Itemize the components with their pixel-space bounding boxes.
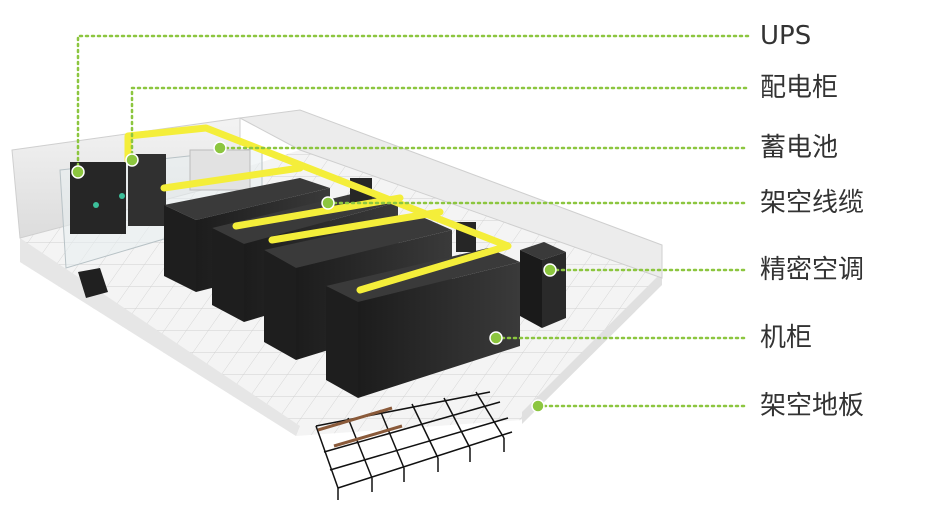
leader-dots <box>71 141 557 413</box>
label-ups: UPS <box>760 21 812 51</box>
precision-ac-unit <box>520 242 566 328</box>
raised-floor-stringers <box>317 406 403 448</box>
label-distribution-cabinet: 配电柜 <box>760 73 839 103</box>
battery-dot-icon <box>213 141 227 155</box>
precision-ac-dot-icon <box>543 263 557 277</box>
rack-cabinet-dot-icon <box>489 331 503 345</box>
raised-floor-dot-icon <box>531 399 545 413</box>
floor-right-edge <box>522 272 662 424</box>
overhead-cabling-dot-icon <box>321 196 335 210</box>
leader-distribution-cabinet <box>130 86 750 162</box>
distribution-cabinet-dot-icon <box>125 153 139 167</box>
floor-cabinet <box>78 268 108 298</box>
leader-ups <box>76 34 750 174</box>
label-raised-floor: 架空地板 <box>760 391 865 421</box>
leader-lines <box>76 34 750 408</box>
back-wall-right <box>238 109 663 279</box>
raised-floor-frame <box>315 391 513 500</box>
label-precision-ac: 精密空调 <box>760 255 865 285</box>
label-overhead-cabling: 架空线缆 <box>760 188 865 218</box>
distribution-indicator-icon <box>119 193 125 199</box>
label-battery: 蓄电池 <box>760 133 839 163</box>
ups-dot-icon <box>71 165 85 179</box>
label-rack-cabinet: 机柜 <box>760 323 813 353</box>
ups-indicator-icon <box>93 202 99 208</box>
